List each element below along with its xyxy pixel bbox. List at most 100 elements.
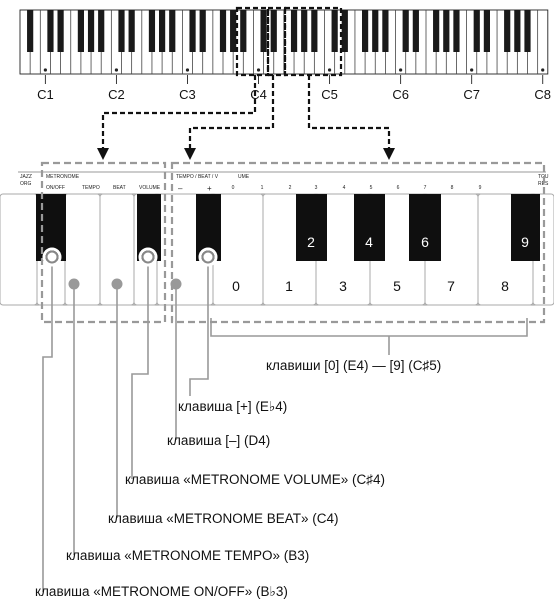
c-key-marker [399,68,403,72]
arrow-metronome-icon [97,148,109,160]
panel-black-key [354,194,385,261]
black-key [504,10,511,52]
black-key [240,10,247,52]
highlight-box-numeric [283,6,343,77]
numeric-top-label: 7 [424,185,427,191]
beat-key-dot [111,278,123,290]
black-key [473,10,480,52]
black-key [301,10,308,52]
connector-tempo [188,75,275,148]
panel-white-key [0,193,38,306]
black-key [57,10,64,52]
white-key-digit: 0 [232,278,240,294]
panel-black-key [511,194,540,261]
connector-numeric [307,75,391,148]
c-key-marker [114,68,119,72]
minus-label: – [178,184,183,193]
metronome-group-label: METRONOME [46,174,80,180]
volume-key-dot-ring [141,250,155,264]
black-key [169,10,176,52]
callout-minus-key: клавиша [–] (D4) [167,433,270,448]
white-key-digit: 1 [285,278,293,294]
black-key [199,10,206,52]
octave-label: C6 [392,87,409,102]
black-key [87,10,95,52]
numeric-top-label: 6 [397,185,400,191]
black-key [159,10,166,52]
callout-plus-key: клавиша [+] (E♭4) [178,399,287,414]
black-key [47,10,54,52]
numeric-top-label: 0 [232,185,235,191]
tempo-group-label: TEMPO / BEAT / V [176,174,219,180]
c-key-marker [43,68,47,72]
black-key [148,10,156,52]
octave-label: C1 [37,87,54,102]
black-key [311,10,318,52]
highlight-box-small [235,6,270,77]
black-key [382,10,389,52]
volume-fragment-label: UME [238,174,250,180]
black-key [230,10,237,52]
callout-numeric-keys: клавиши [0] (E4) — [9] (C♯5) [266,358,441,373]
c-key-marker [256,68,261,72]
black-key [98,10,105,52]
metronome-key-volume-label: VOLUME [139,185,161,191]
white-key-digit: 7 [447,278,455,294]
callout-onoff-key: клавиша «METRONOME ON/OFF» (B♭3) [35,584,288,599]
panel-white-key [64,193,101,306]
plus-label: + [207,184,212,193]
numeric-keys-bracket [210,318,528,337]
black-key [260,10,267,52]
c-key-marker [541,68,545,72]
black-key [362,10,369,52]
black-key [219,10,227,52]
tempo-panel-box [170,161,546,324]
c-key-marker [185,68,190,72]
octave-label: C8 [534,87,551,102]
black-key [189,10,196,52]
metronome-key-tempo-label: TEMPO [82,185,100,191]
connector-metronome [101,75,257,148]
numeric-top-label: 4 [343,185,346,191]
c-key-marker [470,68,474,72]
black-key [433,10,440,52]
side-right-bottom: RES [538,181,549,187]
white-key-digit: 3 [339,278,347,294]
metronome-key-onoff-label: ON/OFF [46,185,65,191]
black-key [372,10,379,52]
metronome-panel-box [40,161,167,324]
black-key [453,10,460,52]
side-left-bottom: ORG [20,181,32,187]
numeric-top-label: 5 [370,185,373,191]
c-key-marker [327,68,332,72]
black-key [27,10,34,52]
arrow-tempo-icon [184,148,196,160]
numeric-top-label: 9 [479,185,482,191]
black-key [483,10,490,52]
numeric-top-label: 1 [261,185,264,191]
volume-key-dot [138,247,158,267]
black-key-digit: 6 [421,234,429,250]
black-key [290,10,298,52]
onoff-key-dot-ring [45,250,59,264]
black-key [118,10,125,52]
numeric-top-label: 3 [315,185,318,191]
numeric-top-label: 2 [289,185,292,191]
callout-leaders [42,257,209,592]
side-left-top: JAZZ [20,174,32,180]
panel-black-key [409,194,441,261]
octave-label: C3 [179,87,196,102]
plus-key-dot [198,247,218,267]
white-key-digit: 8 [501,278,509,294]
callout-dots [42,247,218,290]
black-key [402,10,409,52]
black-key [514,10,521,52]
black-key-digit: 4 [365,234,373,250]
black-key [270,10,277,52]
callout-beat-key: клавиша «METRONOME BEAT» (C4) [108,511,339,526]
black-key [341,10,348,52]
